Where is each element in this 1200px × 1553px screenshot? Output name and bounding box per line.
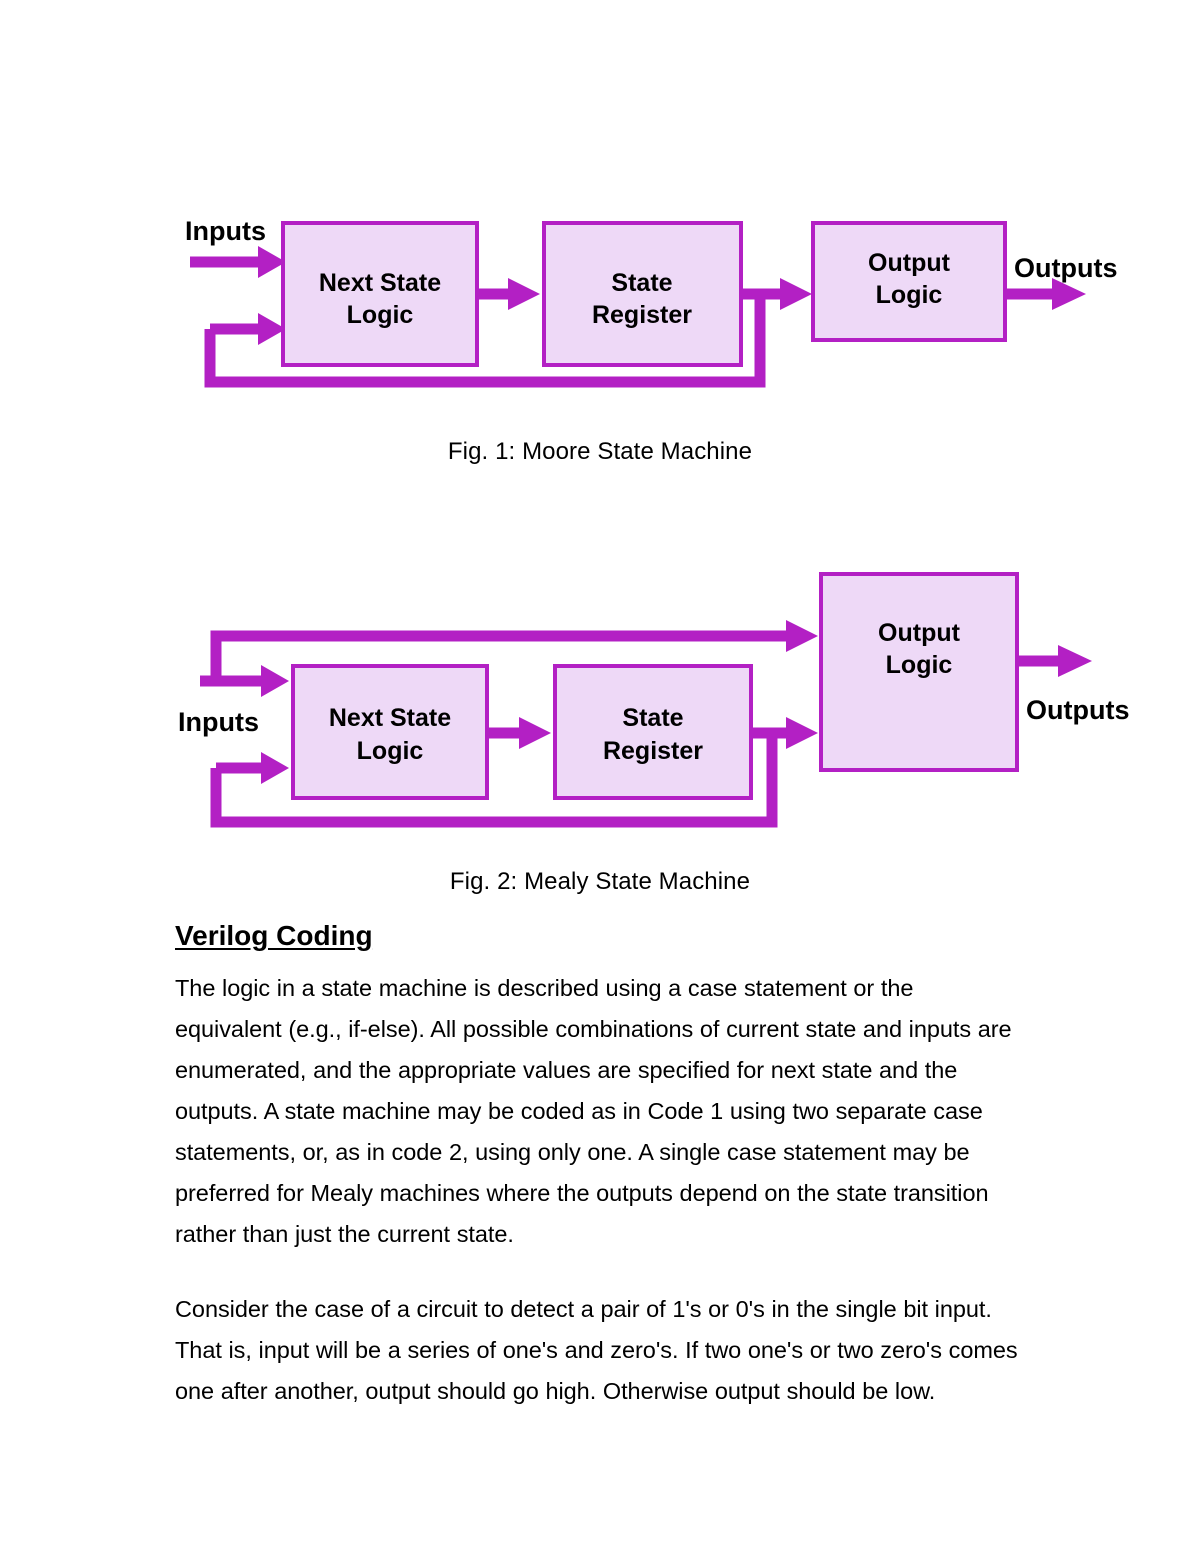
- block-label-line1: Output: [878, 619, 961, 647]
- block-state-register-fig1: State Register: [542, 221, 743, 367]
- section-heading-verilog-coding: Verilog Coding: [175, 920, 373, 951]
- register-to-output-wire-fig1: [742, 278, 812, 310]
- block-label-line2: Register: [603, 737, 703, 765]
- feedback-arrow-fig2: [216, 752, 289, 784]
- block-label-line1: State: [611, 269, 672, 297]
- document-body: Verilog Coding The logic in a state mach…: [175, 920, 1025, 1412]
- block-output-logic-fig2: Output Logic: [819, 572, 1019, 772]
- paragraph-2: Consider the case of a circuit to detect…: [175, 1296, 1018, 1404]
- block-output-logic-fig1: Output Logic: [811, 221, 1007, 342]
- block-label-line1: Next State: [329, 704, 451, 732]
- block-state-register-fig2: State Register: [553, 664, 753, 800]
- outputs-label-fig2: Outputs: [1026, 695, 1129, 725]
- figure-2-caption: Fig. 2: Mealy State Machine: [449, 868, 751, 895]
- input-wire-fig2: [200, 665, 289, 697]
- nsl-to-register-wire-fig2: [489, 717, 551, 749]
- figure-moore-state-machine: Next State Logic State Register Output L…: [0, 196, 1200, 416]
- paragraph-1: The logic in a state machine is describe…: [175, 975, 1012, 1247]
- output-wire-fig1: [1006, 278, 1086, 310]
- block-next-state-logic-fig2: Next State Logic: [291, 664, 489, 800]
- block-label-line1: Next State: [319, 269, 441, 297]
- block-label-line1: State: [622, 704, 683, 732]
- feedback-bus-fig1: [204, 294, 766, 388]
- figure-mealy-state-machine: Next State Logic State Register Output L…: [0, 556, 1200, 856]
- nsl-to-register-wire-fig1: [478, 278, 540, 310]
- block-label-line2: Logic: [347, 301, 414, 329]
- feedback-bus-fig2: [210, 733, 778, 828]
- register-to-output-wire-fig2: [752, 717, 818, 749]
- inputs-label-fig1: Inputs: [185, 216, 266, 246]
- outputs-label-fig1: Outputs: [1014, 253, 1117, 283]
- output-wire-fig2: [1018, 645, 1092, 677]
- feedback-arrow-fig1: [210, 313, 286, 345]
- block-label-line2: Logic: [886, 651, 953, 679]
- block-next-state-logic-fig1: Next State Logic: [281, 221, 479, 367]
- block-label-line2: Logic: [357, 737, 424, 765]
- block-label-line2: Logic: [876, 281, 943, 309]
- input-bypass-bus-fig2: [210, 620, 818, 681]
- block-label-line1: Output: [868, 249, 951, 277]
- input-wire-fig1: [190, 246, 286, 278]
- figure-1-caption: Fig. 1: Moore State Machine: [447, 438, 753, 465]
- block-label-line2: Register: [592, 301, 692, 329]
- inputs-label-fig2: Inputs: [178, 707, 259, 737]
